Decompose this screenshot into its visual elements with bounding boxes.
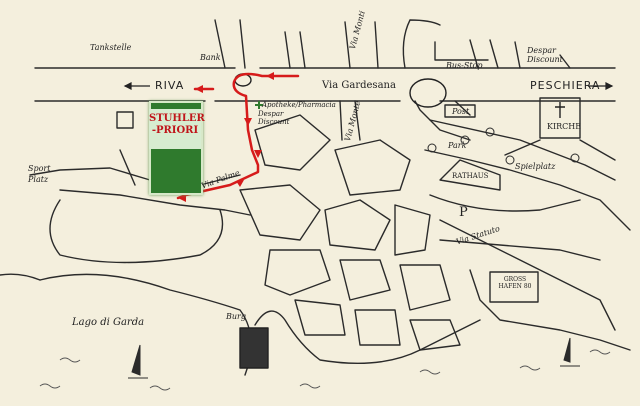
label-apotheke: Apotheke/Pharmacia — [262, 101, 336, 109]
label-kirche: KIRCHE — [547, 122, 582, 131]
label-park: Park — [448, 141, 467, 150]
label-tankstelle: Tankstelle — [90, 43, 132, 52]
label-hafen: GROSS HAFEN 80 — [498, 276, 532, 290]
route-arrow-icon — [266, 72, 274, 80]
label-sport-platz: Sport Platz — [28, 164, 51, 184]
sailboat-icon — [563, 337, 571, 363]
label-bus-stop: Bus-Stop — [446, 61, 483, 70]
hotel-label-box — [149, 109, 201, 149]
tree-icon — [460, 135, 470, 145]
label-via-gardesana: Via Gardesana — [322, 80, 396, 91]
hotel-name: STUHLER -PRIORI — [149, 113, 205, 137]
label-lago-di-garda: Lago di Garda — [72, 317, 145, 328]
label-rathaus: RATHAUS — [452, 172, 489, 180]
route-path — [176, 72, 300, 200]
sailboat-icon — [131, 344, 141, 376]
hafen-building — [489, 271, 539, 303]
hotel-name-line2: -PRIORI — [151, 125, 199, 136]
tree-icon — [427, 143, 437, 153]
hotel-name-line1: STUHLER — [149, 113, 205, 124]
label-despar-discount-top: Despar Discount — [527, 46, 563, 64]
label-despar-discount-mid: Despar Discount — [258, 110, 290, 126]
tree-icon — [485, 127, 495, 137]
tree-icon — [505, 155, 515, 165]
apotheke-cross-icon — [255, 101, 263, 109]
label-parking: P — [459, 205, 468, 220]
label-peschiera: PESCHIERA — [530, 79, 601, 92]
label-post: Post — [452, 107, 470, 116]
roundabout-marker — [409, 78, 447, 108]
label-spielplatz: Spielplatz — [515, 162, 556, 171]
label-burg: Burg — [226, 312, 246, 321]
kirche-building — [539, 97, 581, 139]
tree-icon — [570, 153, 580, 163]
post-building — [444, 104, 476, 118]
burg-building — [239, 327, 269, 369]
label-bank: Bank — [200, 53, 221, 62]
label-riva: RIVA — [155, 79, 185, 92]
small-building — [116, 111, 134, 129]
main-road — [34, 67, 616, 102]
cross-icon — [555, 102, 565, 118]
